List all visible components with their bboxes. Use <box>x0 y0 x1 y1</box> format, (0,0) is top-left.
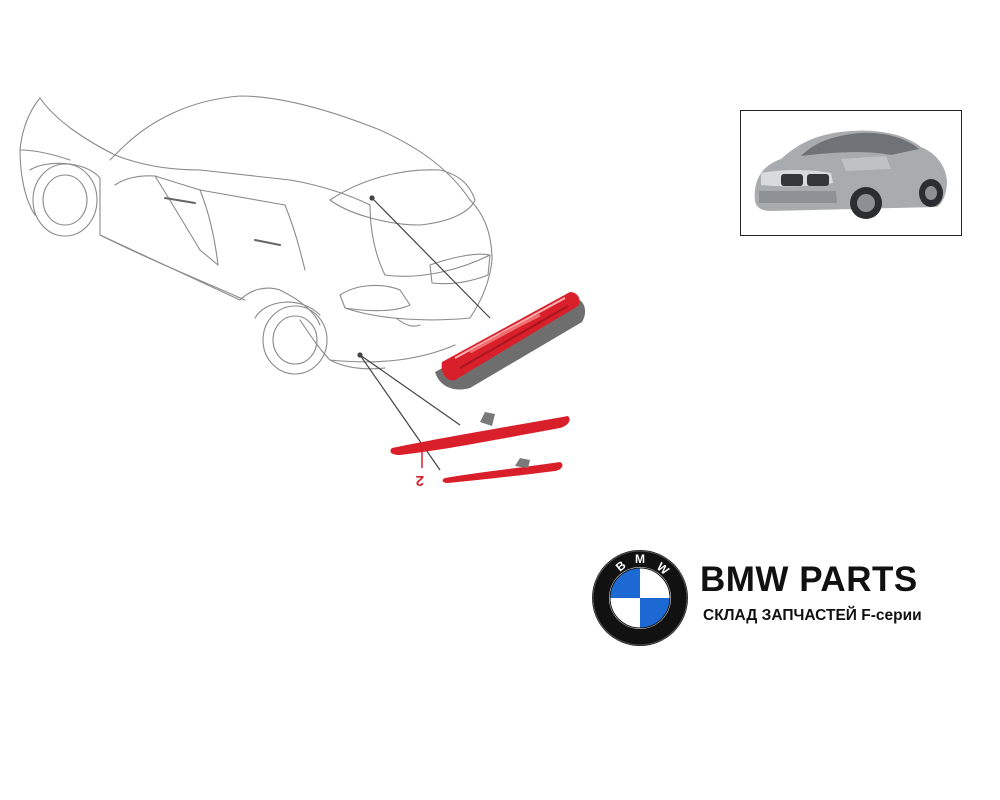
reflector-parts <box>390 412 570 483</box>
bmw-logo-icon: B M W <box>592 550 688 646</box>
car-thumbnail <box>740 110 962 236</box>
car-outline-drawing <box>19 95 493 375</box>
callout-label-2: 2 <box>416 472 424 489</box>
third-brake-light-part <box>435 292 586 390</box>
svg-text:M: M <box>635 552 645 566</box>
leader-lines <box>357 195 491 471</box>
brand-title: BMW PARTS <box>700 560 918 599</box>
brand-subtitle: СКЛАД ЗАПЧАСТЕЙ F-серии <box>703 607 922 624</box>
car-photo-icon <box>754 130 947 219</box>
